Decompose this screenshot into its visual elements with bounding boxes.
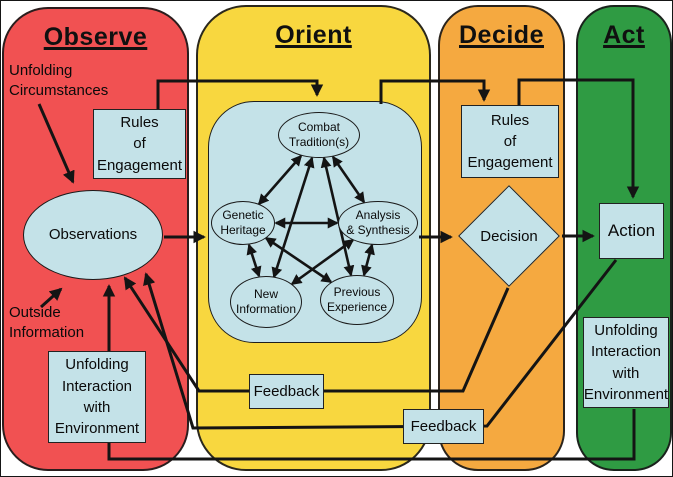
label-unfolding-circumstances: Unfolding Circumstances xyxy=(9,62,109,99)
combat-traditions-ellipse: Combat Tradition(s) xyxy=(278,112,360,158)
column-title-observe: Observe xyxy=(43,23,148,51)
feedback-decide-box: Feedback xyxy=(403,409,484,444)
rules-of-engagement-observe-box: Rules of Engagement xyxy=(93,109,186,179)
label-outside-information: Outside Information xyxy=(9,304,85,341)
genetic-heritage-ellipse: Genetic Heritage xyxy=(211,201,275,245)
previous-experience-ellipse: Previous Experience xyxy=(320,275,394,325)
decision-label: Decision xyxy=(480,227,538,245)
action-box: Action xyxy=(599,203,664,259)
observations-ellipse: Observations xyxy=(23,190,163,280)
analysis-synthesis-ellipse: Analysis & Synthesis xyxy=(338,201,418,245)
unfolding-interaction-act-box: Unfolding Interaction with Environment xyxy=(583,317,669,408)
new-information-ellipse: New Information xyxy=(230,276,302,328)
column-title-act: Act xyxy=(603,21,645,49)
unfolding-interaction-observe-box: Unfolding Interaction with Environment xyxy=(48,351,146,443)
rules-of-engagement-decide-box: Rules of Engagement xyxy=(461,105,559,178)
feedback-orient-box: Feedback xyxy=(249,374,324,409)
column-title-orient: Orient xyxy=(275,21,352,49)
column-title-decide: Decide xyxy=(459,21,544,49)
